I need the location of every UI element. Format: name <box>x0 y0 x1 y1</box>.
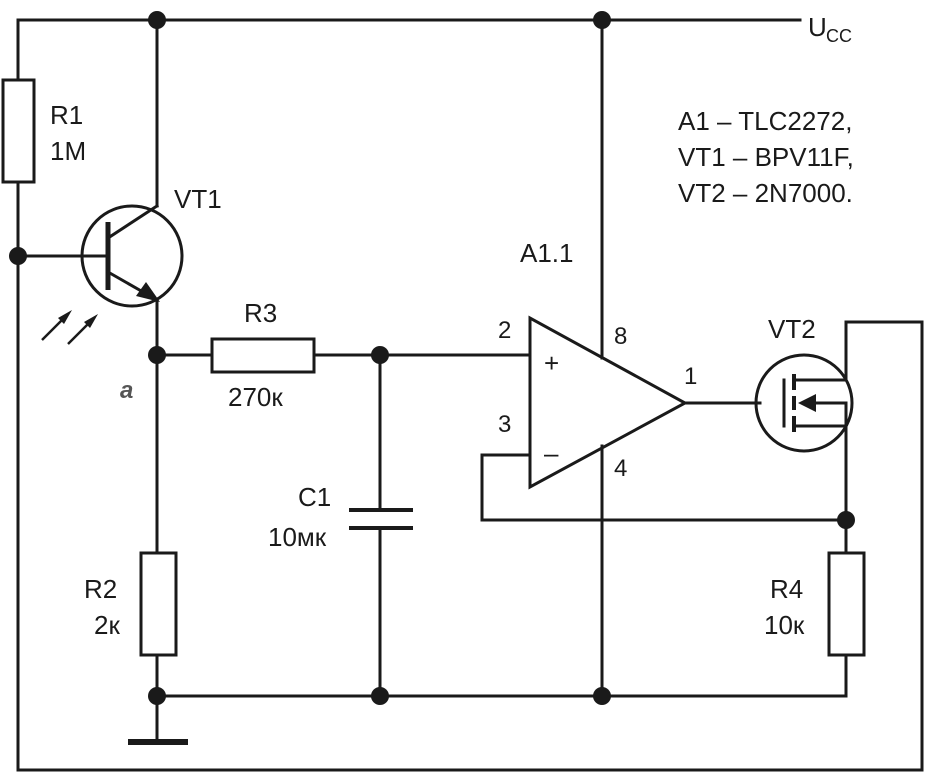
junction-dot <box>148 346 166 364</box>
opamp-pin-plus-number: 2 <box>498 317 511 344</box>
junction-dot <box>9 247 27 265</box>
r4-ref: R4 <box>770 574 803 604</box>
r1-ref: R1 <box>50 100 83 130</box>
r1-value: 1M <box>50 136 86 166</box>
r3-value: 270к <box>228 382 283 412</box>
opamp-a1 <box>480 18 848 698</box>
c1-capacitor <box>349 353 413 698</box>
r2-value: 2к <box>94 610 120 640</box>
junction-dot <box>371 346 389 364</box>
junction-dot <box>148 687 166 705</box>
opamp-pin-minus-number: 3 <box>498 411 511 438</box>
r3-ref: R3 <box>244 298 277 328</box>
vt2-ref: VT2 <box>768 314 816 344</box>
parts-note-line-1: A1 – TLC2272, <box>678 106 852 136</box>
opamp-ref: A1.1 <box>520 238 574 268</box>
vt1-ref: VT1 <box>174 184 222 214</box>
junction-dot <box>837 511 855 529</box>
parts-note-line-3: VT2 – 2N7000. <box>678 178 853 208</box>
parts-note-line-2: VT1 – BPV11F, <box>678 142 854 172</box>
junction-dots <box>9 11 855 705</box>
c1-ref: C1 <box>298 482 331 512</box>
left-wire <box>16 18 924 772</box>
supply-label: U <box>808 12 827 42</box>
node-a-label: a <box>120 377 133 404</box>
r2-ref: R2 <box>84 574 117 604</box>
r2-resistor <box>139 551 178 657</box>
r1-resistor <box>1 78 36 184</box>
junction-dot <box>593 687 611 705</box>
r3-resistor <box>210 337 316 374</box>
c1-value: 10мк <box>268 522 327 552</box>
vt1-phototransistor <box>80 18 184 357</box>
supply-subscript: CC <box>826 26 852 46</box>
opamp-pin-gnd-number: 4 <box>614 455 627 482</box>
opamp-pin-out-number: 1 <box>684 363 697 390</box>
r4-resistor <box>827 551 866 657</box>
junction-dot <box>371 687 389 705</box>
opamp-plus-sign: + <box>544 348 559 378</box>
junction-dot <box>593 11 611 29</box>
opamp-pin-vcc-number: 8 <box>614 323 627 350</box>
junction-dot <box>148 11 166 29</box>
vt2-mosfet <box>754 320 854 555</box>
r4-value: 10к <box>764 610 805 640</box>
light-arrows-icon <box>41 310 98 345</box>
opamp-minus-sign: – <box>544 438 559 468</box>
